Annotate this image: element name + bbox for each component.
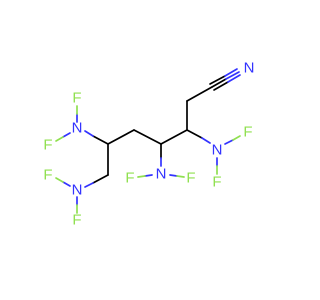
bond-n2-f2a-f	[55, 177, 64, 183]
atom-f2b: F	[72, 212, 81, 229]
bond-c2-c3	[133, 129, 162, 145]
atom-f4a: F	[243, 124, 252, 141]
bond-c5-c6	[186, 86, 213, 102]
atom-f3a: F	[125, 170, 134, 187]
atom-n3: N	[156, 166, 167, 183]
atom-f4b: F	[212, 174, 221, 191]
bond-n1-f1b-n	[62, 132, 71, 138]
bond-n3-f3a-f	[137, 175, 146, 178]
atom-n1: N	[72, 120, 83, 137]
bond-c3-c4	[160, 129, 188, 145]
bond-c1-n1	[92, 135, 109, 145]
bond-c0-n2-n	[84, 182, 94, 188]
bond-n3-f3b-n	[169, 174, 178, 177]
atom-n4: N	[212, 142, 223, 159]
bond-n3-f3b-f	[176, 175, 185, 178]
bond-n2-f2a-n	[62, 181, 71, 187]
triple-bond-nitrile	[209, 68, 241, 91]
bond-c0-n2	[92, 174, 109, 184]
structure-diagram: N N F F N F F N F F N F F	[43, 60, 255, 229]
bond-n1-f1b-f	[55, 136, 64, 142]
atom-n2: N	[72, 182, 83, 199]
atom-n-nitrile: N	[244, 60, 255, 77]
atom-f1a: F	[72, 90, 81, 107]
bond-n4-f4a-n	[224, 139, 234, 145]
bond-c1-c2	[107, 129, 135, 145]
bond-c1-n1-n	[84, 130, 94, 137]
atom-f1b: F	[43, 137, 52, 154]
atom-f2a: F	[43, 167, 52, 184]
bond-c4-n4-n	[201, 137, 211, 144]
bond-n3-f3a-n	[144, 174, 153, 177]
atom-f3b: F	[186, 170, 195, 187]
bond-n4-f4a-f	[232, 135, 241, 141]
bond-c4-n4	[186, 129, 203, 139]
